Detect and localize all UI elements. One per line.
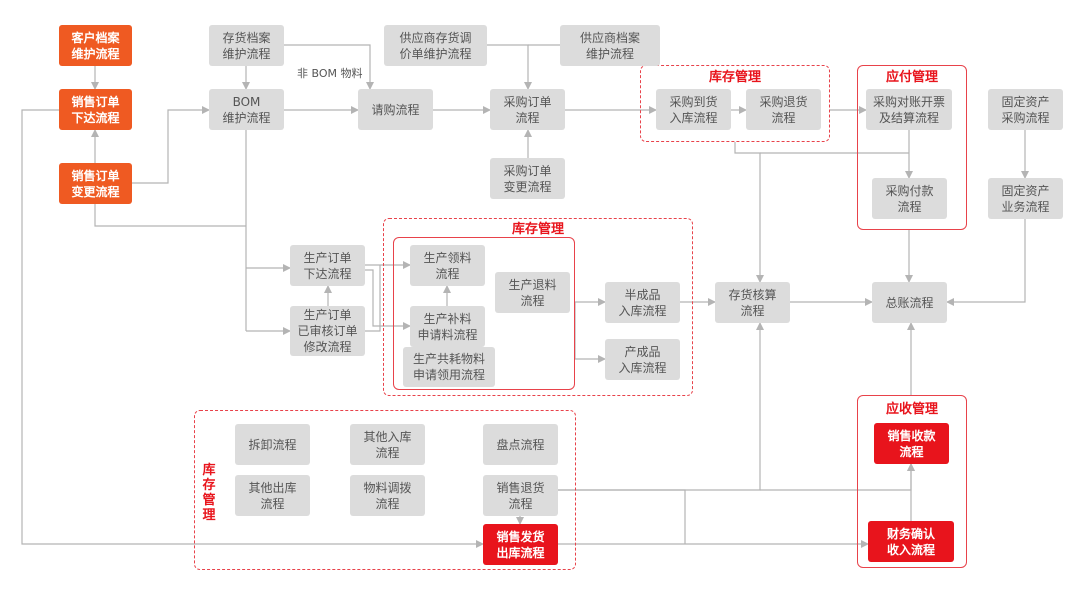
- node-other-inbound[interactable]: 其他入库 流程: [350, 424, 425, 465]
- node-purchase-receipt[interactable]: 采购到货 入库流程: [656, 89, 731, 130]
- node-bom[interactable]: BOM 维护流程: [209, 89, 284, 130]
- node-revenue-recognition[interactable]: 财务确认 收入流程: [868, 521, 954, 562]
- node-semi-finished[interactable]: 半成品 入库流程: [605, 282, 680, 323]
- node-inventory-master[interactable]: 存货档案 维护流程: [209, 25, 284, 66]
- node-sales-order[interactable]: 销售订单 下达流程: [59, 89, 132, 130]
- node-transfer[interactable]: 物料调拨 流程: [350, 475, 425, 516]
- node-fa-business[interactable]: 固定资产 业务流程: [988, 178, 1063, 219]
- edge-production-order-to-supplement: [365, 269, 411, 330]
- node-production-order-modify[interactable]: 生产订单 已审核订单 修改流程: [290, 306, 365, 356]
- node-purchase-payment[interactable]: 采购付款 流程: [872, 178, 947, 219]
- node-requisition[interactable]: 请购流程: [358, 89, 433, 130]
- group-title-inventory-purchase: 库存管理: [708, 70, 761, 85]
- edge-fa-business-to-ledger: [946, 219, 1026, 306]
- group-title-inventory-production: 库存管理: [511, 222, 564, 237]
- node-production-order[interactable]: 生产订单 下达流程: [290, 245, 365, 286]
- group-inventory-purchase: 库存管理: [640, 65, 830, 142]
- node-customer-master[interactable]: 客户档案 维护流程: [59, 25, 132, 66]
- node-inventory-costing[interactable]: 存货核算 流程: [715, 282, 790, 323]
- node-sales-order-change[interactable]: 销售订单 变更流程: [59, 163, 132, 204]
- edge-label-non-bom: 非 BOM 物料: [297, 67, 363, 80]
- node-shared-material[interactable]: 生产共耗物料 申请领用流程: [403, 347, 495, 387]
- node-stocktake[interactable]: 盘点流程: [483, 424, 558, 465]
- node-purchase-order[interactable]: 采购订单 流程: [490, 89, 565, 130]
- node-supplier-price[interactable]: 供应商存货调 价单维护流程: [384, 25, 487, 66]
- edge-modify-to-issue: [365, 265, 381, 332]
- group-inventory-misc: 库存管理: [194, 410, 576, 570]
- edge-sales-return-to-revenue: [558, 489, 686, 544]
- node-purchase-return[interactable]: 采购退货 流程: [746, 89, 821, 130]
- node-disassembly[interactable]: 拆卸流程: [235, 424, 310, 465]
- edge-material-return-to-finished-goods: [574, 302, 606, 363]
- edge-sales-change-to-production-bus: [94, 204, 246, 227]
- group-production-inner: [393, 237, 575, 390]
- node-material-return[interactable]: 生产退料 流程: [495, 272, 570, 313]
- node-general-ledger[interactable]: 总账流程: [872, 282, 947, 323]
- node-fa-purchase[interactable]: 固定资产 采购流程: [988, 89, 1063, 130]
- node-finished-goods[interactable]: 产成品 入库流程: [605, 339, 680, 380]
- edge-supplier-price-to-purchase-order: [487, 44, 532, 90]
- node-purchase-invoice[interactable]: 采购对账开票 及结算流程: [866, 89, 952, 130]
- node-sales-receipt[interactable]: 销售收款 流程: [874, 423, 949, 464]
- node-sales-return[interactable]: 销售退货 流程: [483, 475, 558, 516]
- node-purchase-order-change[interactable]: 采购订单 变更流程: [490, 158, 565, 199]
- node-supplier-master[interactable]: 供应商档案 维护流程: [560, 25, 660, 66]
- node-material-issue[interactable]: 生产领料 流程: [410, 245, 485, 286]
- group-accounts-payable: 应付管理: [857, 65, 967, 230]
- group-title-accounts-receivable: 应收管理: [885, 402, 938, 417]
- edge-sales-order-change-to-bom: [132, 106, 210, 184]
- group-title-accounts-payable: 应付管理: [885, 70, 938, 85]
- edge-receipt-down-to-costing: [734, 142, 764, 283]
- group-title-inventory-misc: 库存管理: [202, 463, 216, 523]
- group-accounts-receivable: 应收管理: [857, 395, 967, 568]
- group-inventory-production: 库存管理: [383, 218, 693, 396]
- edge-inventory-master-to-requisition: [284, 44, 374, 90]
- node-material-supplement[interactable]: 生产补料 申请料流程: [410, 306, 485, 347]
- node-sales-delivery[interactable]: 销售发货 出库流程: [483, 524, 558, 565]
- node-other-outbound[interactable]: 其他出库 流程: [235, 475, 310, 516]
